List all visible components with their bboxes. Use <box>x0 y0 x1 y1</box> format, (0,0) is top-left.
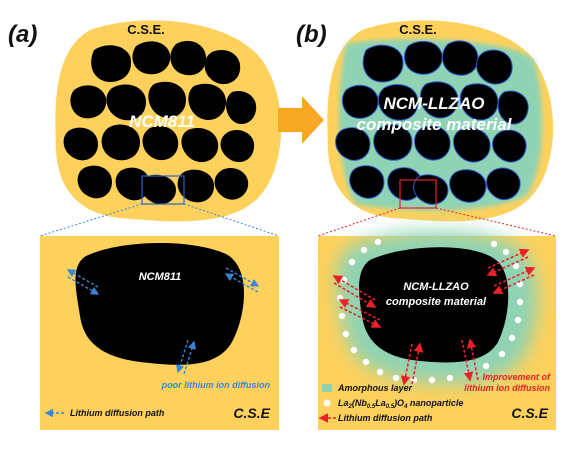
panel-a-diffusion-paths <box>66 267 260 375</box>
panel-b-zoom-electrolyte-label: C.S.E <box>511 405 548 421</box>
red-path-arrow <box>338 299 381 321</box>
panel-b-particle-label-line2: composite material <box>357 115 513 134</box>
red-path-arrow <box>400 343 413 386</box>
blue-path-arrow <box>66 269 99 288</box>
panel-a-legend-path-label: Lithium diffusion path <box>70 408 165 418</box>
panel-a-zoom-box <box>141 175 185 205</box>
panel-a-legend: Lithium diffusion path <box>44 408 165 418</box>
panel-b-zoom-particle-label-line2: composite material <box>386 296 487 308</box>
panel-a-letter: (a) <box>8 21 37 48</box>
panel-b-letter: (b) <box>296 21 327 48</box>
legend-nanoparticle-label: La2(Nb0.5La0.5)O4 nanoparticle <box>338 398 463 410</box>
red-path-arrow <box>333 282 377 308</box>
panel-a-zoom-electrolyte-label: C.S.E <box>233 405 270 421</box>
panel-b-improvement-annotation-line1: Improvement of <box>482 372 551 382</box>
red-path-arrow <box>411 342 424 385</box>
red-path-arrow <box>492 274 535 295</box>
blue-path-arrow <box>183 340 196 375</box>
blue-path-arrow <box>225 267 260 287</box>
panel-b-improvement-annotation-line2: lithium ion diffusion <box>464 383 550 393</box>
panel-b-particles <box>335 40 529 205</box>
panel-a-zoom-connectors <box>39 203 280 237</box>
red-path-arrow <box>487 248 530 269</box>
blue-path-arrow <box>224 273 259 293</box>
red-path-arrow <box>332 275 376 301</box>
panel-b-zoom-box <box>399 179 437 209</box>
panel-b-zoom-particle-label-line1: NCM-LLZAO <box>403 281 469 293</box>
panel-b-zoom: NCM-LLZAO composite material Improvement… <box>318 231 556 430</box>
red-path-arrow <box>466 338 479 381</box>
blue-path-arrow <box>176 339 189 374</box>
legend-amorphous-label: Amorphous layer <box>337 383 413 393</box>
panel-a-poor-diffusion-annotation: poor lithium ion diffusion <box>161 380 271 390</box>
panel-a-zoom: NCM811 poor lithium ion diffusion Lithiu… <box>40 236 279 430</box>
panel-b-diffusion-paths <box>332 248 536 386</box>
panel-b-legend: Amorphous layer La2(Nb0.5La0.5)O4 nanopa… <box>318 383 463 423</box>
panel-a-zoom-particle <box>75 242 244 365</box>
panel-b-electrode: C.S.E. NCM-LLZAO composite material <box>327 20 554 222</box>
panel-b-particle-label-line1: NCM-LLZAO <box>383 94 484 113</box>
panel-a-zoom-particle-label: NCM811 <box>139 271 182 283</box>
panel-a-electrolyte-label: C.S.E. <box>127 22 165 37</box>
legend-nanoparticle-swatch <box>323 399 331 407</box>
red-path-arrow <box>339 306 382 328</box>
panel-b-zoom-particle <box>359 247 509 363</box>
panel-a-particles <box>63 40 257 205</box>
panel-a-particle-label: NCM811 <box>129 112 195 131</box>
panel-a-electrode: C.S.E. NCM811 <box>55 20 282 222</box>
red-path-arrow <box>486 256 529 277</box>
panel-b-zoom-connectors <box>317 207 557 237</box>
panel-b-electrolyte-label: C.S.E. <box>399 22 437 37</box>
transition-arrow <box>278 96 324 144</box>
blue-path-arrow <box>67 276 100 295</box>
red-path-arrow <box>493 266 536 287</box>
legend-amorphous-swatch <box>322 384 332 392</box>
red-path-arrow <box>461 339 474 382</box>
legend-red-path-label: Lithium diffusion path <box>338 413 433 423</box>
